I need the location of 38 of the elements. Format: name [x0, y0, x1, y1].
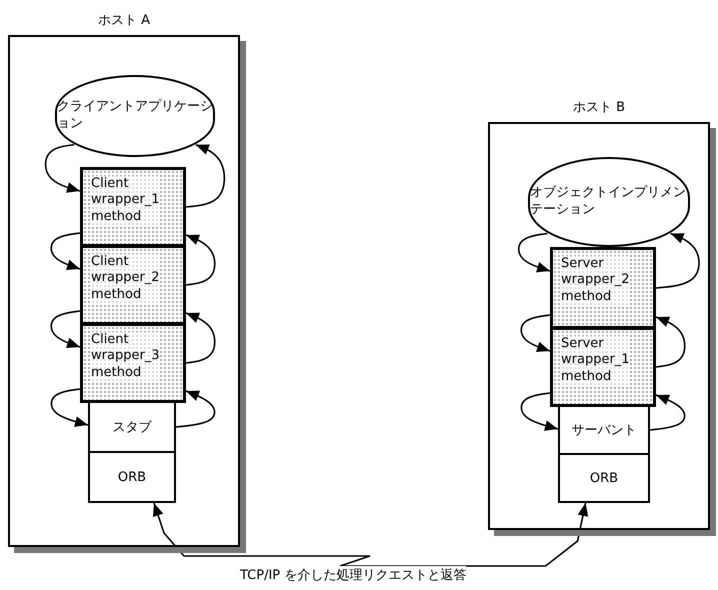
host-title: ホスト A: [96, 12, 152, 29]
call-arrow: [656, 316, 686, 368]
edge-label: TCP/IP を介した処理リクエストと返答: [240, 566, 466, 584]
wrapper-method-box: [550, 247, 656, 329]
component-box: [88, 451, 176, 503]
component-label: Client wrapper_1 method: [91, 176, 160, 225]
wrapper-method-box: [80, 167, 186, 247]
network-connection-arrow: [152, 502, 588, 567]
call-arrow: [50, 388, 88, 427]
call-arrow: [186, 234, 216, 286]
call-arrow: [656, 232, 700, 289]
component-label: ORB: [590, 470, 618, 486]
call-arrow: [50, 310, 80, 348]
call-arrow: [650, 394, 686, 431]
component-label: スタブ: [112, 419, 152, 436]
component-box: [558, 453, 650, 503]
call-arrow: [186, 312, 216, 364]
call-arrow: [44, 144, 80, 193]
component-label: Client wrapper_3 method: [91, 332, 160, 381]
host-title: ホスト B: [572, 99, 626, 116]
wrapper-method-box: [80, 323, 186, 403]
wrapper-method-box: [80, 245, 186, 325]
component-box: [558, 405, 650, 455]
component-label: サーバント: [572, 422, 636, 439]
call-arrow: [176, 390, 216, 428]
component-label: オブジェクトインプリメンテーション: [530, 185, 687, 219]
component-box: [88, 401, 176, 453]
call-arrow: [518, 232, 550, 272]
call-arrow: [520, 314, 550, 352]
wrapper-method-box: [550, 327, 656, 407]
component-label: Server wrapper_2 method: [561, 256, 630, 305]
call-arrow: [50, 232, 80, 270]
component-label: Client wrapper_2 method: [91, 254, 160, 303]
component-label: Server wrapper_1 method: [561, 336, 630, 385]
call-arrow: [520, 392, 558, 431]
component-label: ORB: [118, 470, 146, 484]
component-label: クライアントアプリケーション: [57, 99, 213, 133]
call-arrow: [186, 144, 226, 208]
